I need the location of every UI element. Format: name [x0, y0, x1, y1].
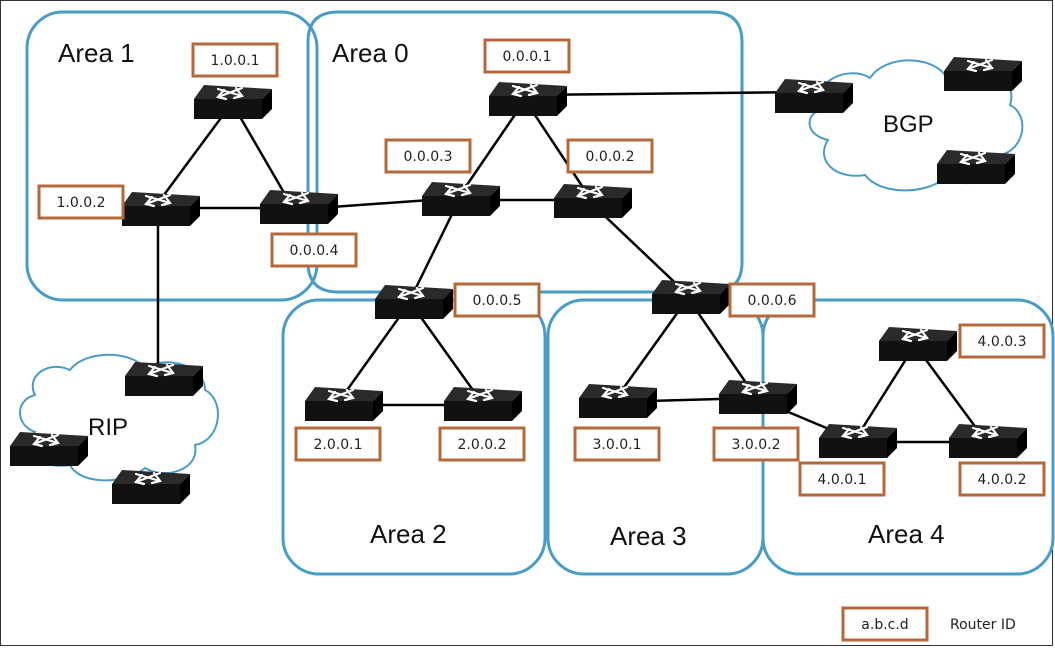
rip-router-1-icon: [123, 360, 205, 398]
router-2-0-0-2-icon: [442, 385, 524, 423]
router-id-box: [483, 38, 571, 74]
router-0-0-0-2-icon: [552, 182, 634, 220]
router-id-box: [384, 138, 472, 174]
router-id-3-0-0-1: 3.0.0.1: [593, 437, 642, 453]
router-id-4-0-0-2: 4.0.0.2: [978, 472, 1027, 488]
router-id-0-0-0-4: 0.0.0.4: [290, 243, 339, 259]
bgp-router-2-icon: [942, 55, 1024, 93]
router-id-box: [712, 426, 800, 462]
router-4-0-0-3-icon: [877, 325, 959, 363]
router-id-0-0-0-6: 0.0.0.6: [748, 293, 797, 309]
area-1-label: Area 1: [58, 38, 135, 68]
router-id-0-0-0-3: 0.0.0.3: [404, 149, 453, 165]
router-id-box: [958, 461, 1046, 497]
bgp-label: BGP: [883, 111, 934, 138]
router-id-box: [438, 426, 526, 462]
router-id-box: [191, 42, 279, 78]
router-0-0-0-4-icon: [258, 188, 340, 226]
router-id-box: [37, 184, 125, 220]
rip-router-2-icon: [8, 430, 90, 468]
bgp-router-1-icon: [773, 77, 855, 115]
router-id-box: [798, 461, 886, 497]
router-4-0-0-1-icon: [817, 422, 899, 460]
rip-router-3-icon: [110, 468, 192, 506]
router-0-0-0-5-icon: [373, 283, 455, 321]
rip-label: RIP: [88, 414, 128, 441]
router-3-0-0-1-icon: [577, 382, 659, 420]
router-id-1-0-0-1: 1.0.0.1: [211, 53, 260, 69]
router-id-box: [573, 426, 661, 462]
router-id-box: [728, 282, 816, 318]
router-id-0-0-0-2: 0.0.0.2: [586, 149, 635, 165]
area-3-label: Area 3: [610, 521, 687, 551]
area-4-label: Area 4: [868, 519, 945, 549]
router-id-2-0-0-1: 2.0.0.1: [314, 437, 363, 453]
router-id-box: [294, 426, 382, 462]
router-id-4-0-0-3: 4.0.0.3: [978, 334, 1027, 350]
router-2-0-0-1-icon: [303, 385, 385, 423]
router-id-box: [270, 232, 358, 268]
router-3-0-0-2-icon: [717, 378, 799, 416]
router-0-0-0-6-icon: [650, 278, 732, 316]
legend-label: Router ID: [950, 617, 1016, 633]
bgp-router-3-icon: [935, 148, 1017, 186]
router-id-3-0-0-2: 3.0.0.2: [732, 437, 781, 453]
router-id-1-0-0-2: 1.0.0.2: [57, 195, 106, 211]
router-id-box: [566, 138, 654, 174]
router-id-4-0-0-1: 4.0.0.1: [818, 472, 867, 488]
router-id-box: [453, 282, 541, 318]
area-1-boundary: [25, 10, 319, 302]
legend-sample-text: a.b.c.d: [861, 617, 908, 633]
router-id-0-0-0-5: 0.0.0.5: [473, 293, 522, 309]
area-2-label: Area 2: [370, 519, 447, 549]
router-id-2-0-0-2: 2.0.0.2: [458, 437, 507, 453]
area-0-label: Area 0: [332, 38, 409, 68]
router-0-0-0-3-icon: [420, 180, 502, 218]
router-id-0-0-0-1: 0.0.0.1: [503, 49, 552, 65]
router-0-0-0-1-icon: [487, 80, 569, 118]
legend-sample-box: [841, 606, 929, 642]
router-1-0-0-1-icon: [192, 83, 274, 121]
router-4-0-0-2-icon: [947, 422, 1029, 460]
router-1-0-0-2-icon: [120, 190, 202, 228]
router-id-box: [958, 323, 1046, 359]
